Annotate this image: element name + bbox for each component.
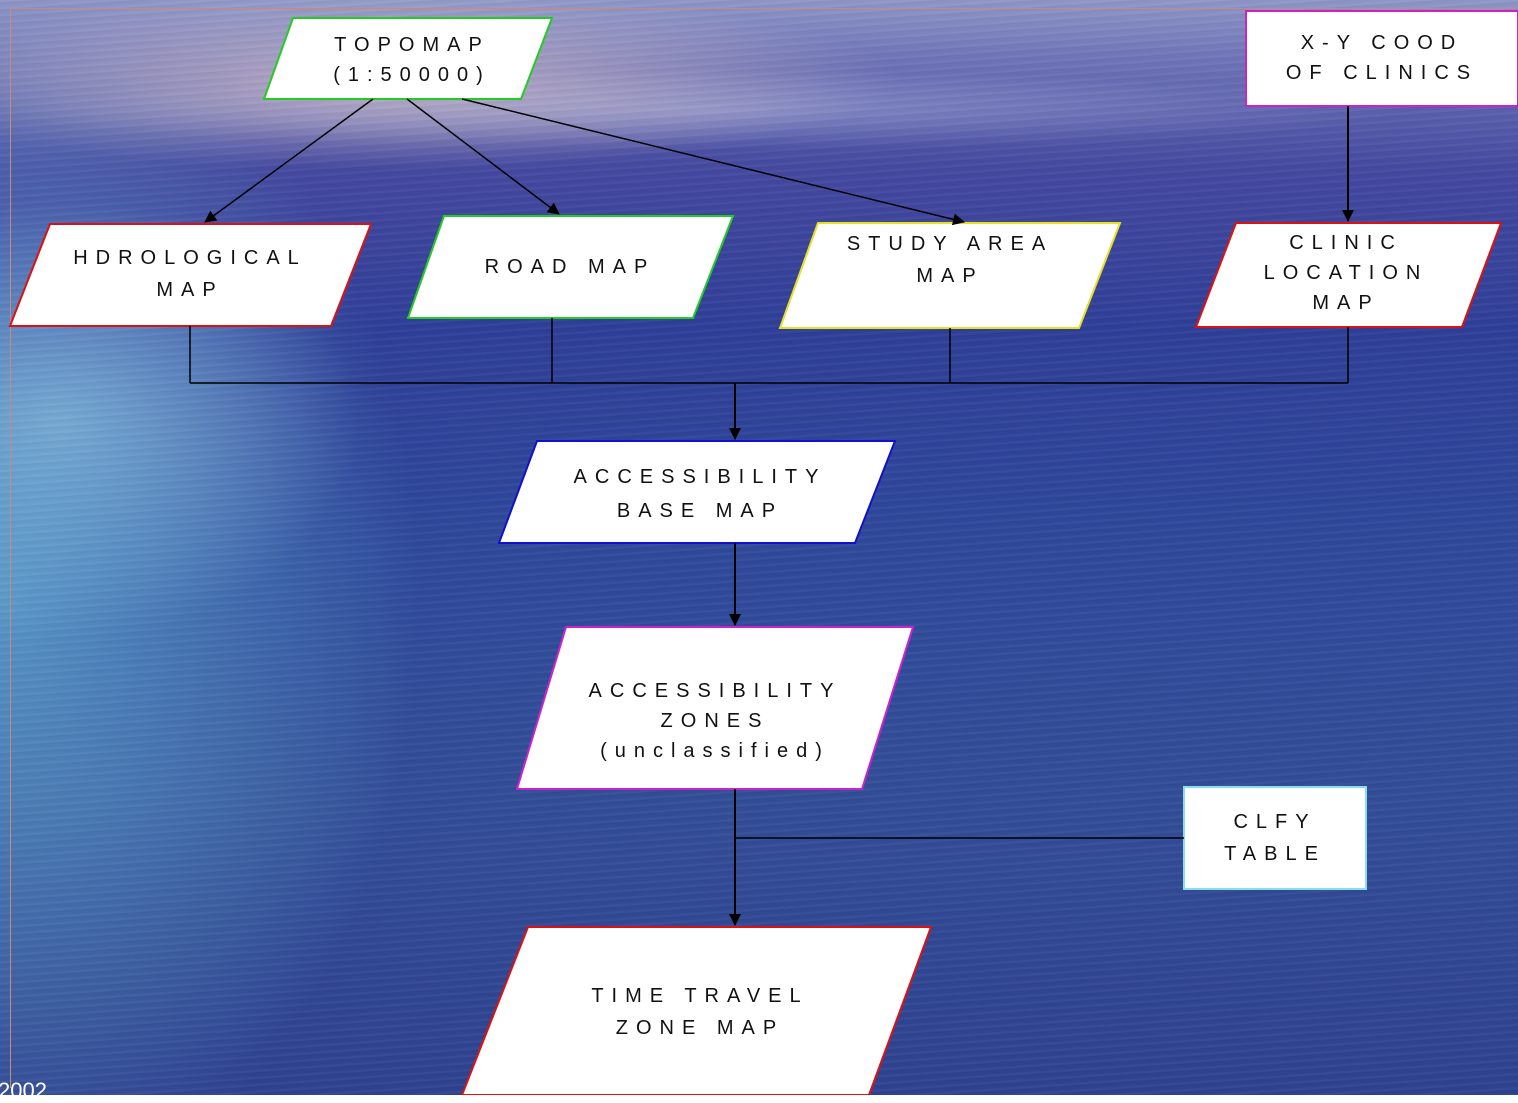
clinic-label: CLINIC LOCATION MAP — [1216, 228, 1476, 318]
study-label: STUDY AREA MAP — [800, 228, 1100, 292]
clfy-shape — [1183, 786, 1367, 890]
zones-shape — [515, 626, 915, 790]
road-label: ROAD MAP — [420, 252, 720, 282]
clinic-label-line-1: CLINIC — [1289, 232, 1403, 254]
base-label: ACCESSIBILITY BASE MAP — [520, 460, 880, 528]
topomap-label: TOPOMAP (1:50000) — [292, 30, 532, 90]
base-label-line-1: ACCESSIBILITY — [573, 466, 827, 488]
hydro-label: HDROLOGICAL MAP — [30, 242, 350, 306]
footer-text: 2002 — [0, 1078, 47, 1103]
clinic-label-line-3: MAP — [1312, 292, 1380, 314]
clfy-label: CLFY TABLE — [1184, 806, 1366, 870]
xy-label-line-1: X-Y COOD — [1300, 32, 1464, 54]
study-label-line-1: STUDY AREA — [846, 233, 1054, 255]
road-shape — [406, 215, 735, 319]
zones-label: ACCESSIBILITY ZONES (unclassified) — [540, 676, 890, 766]
study-label-line-2: MAP — [916, 265, 984, 287]
base-shape — [497, 440, 897, 544]
base-label-line-2: BASE MAP — [616, 500, 784, 522]
study-shape — [778, 222, 1122, 329]
clinic-label-line-2: LOCATION — [1263, 262, 1429, 284]
clfy-label-line-1: CLFY — [1233, 811, 1317, 833]
zones-label-line-1: ACCESSIBILITY — [588, 680, 842, 702]
topomap-label-line-1: TOPOMAP — [334, 34, 490, 56]
xy-label: X-Y COOD OF CLINICS — [1246, 28, 1518, 88]
topomap-shape — [262, 17, 554, 100]
ttz-label: TIME TRAVEL ZONE MAP — [500, 980, 900, 1044]
connector-topomap-study — [461, 98, 965, 226]
topomap-label-line-2: (1:50000) — [333, 64, 491, 86]
zones-label-line-2: ZONES — [660, 710, 770, 732]
ttz-shape — [460, 926, 933, 1095]
clfy-label-line-2: TABLE — [1224, 843, 1326, 865]
road-label-line-1: ROAD MAP — [484, 256, 656, 278]
clinic-shape — [1194, 222, 1503, 328]
connector-topomap-road — [406, 98, 560, 215]
xy-shape — [1245, 10, 1518, 107]
xy-label-line-2: OF CLINICS — [1285, 62, 1479, 84]
ttz-label-line-2: ZONE MAP — [615, 1017, 785, 1039]
hydro-label-line-1: HDROLOGICAL — [73, 247, 307, 269]
ttz-label-line-1: TIME TRAVEL — [591, 985, 809, 1007]
hydro-label-line-2: MAP — [156, 279, 224, 301]
zones-label-line-3: (unclassified) — [600, 740, 830, 762]
hydro-shape — [8, 223, 373, 327]
connector-topomap-hydro — [204, 98, 374, 223]
